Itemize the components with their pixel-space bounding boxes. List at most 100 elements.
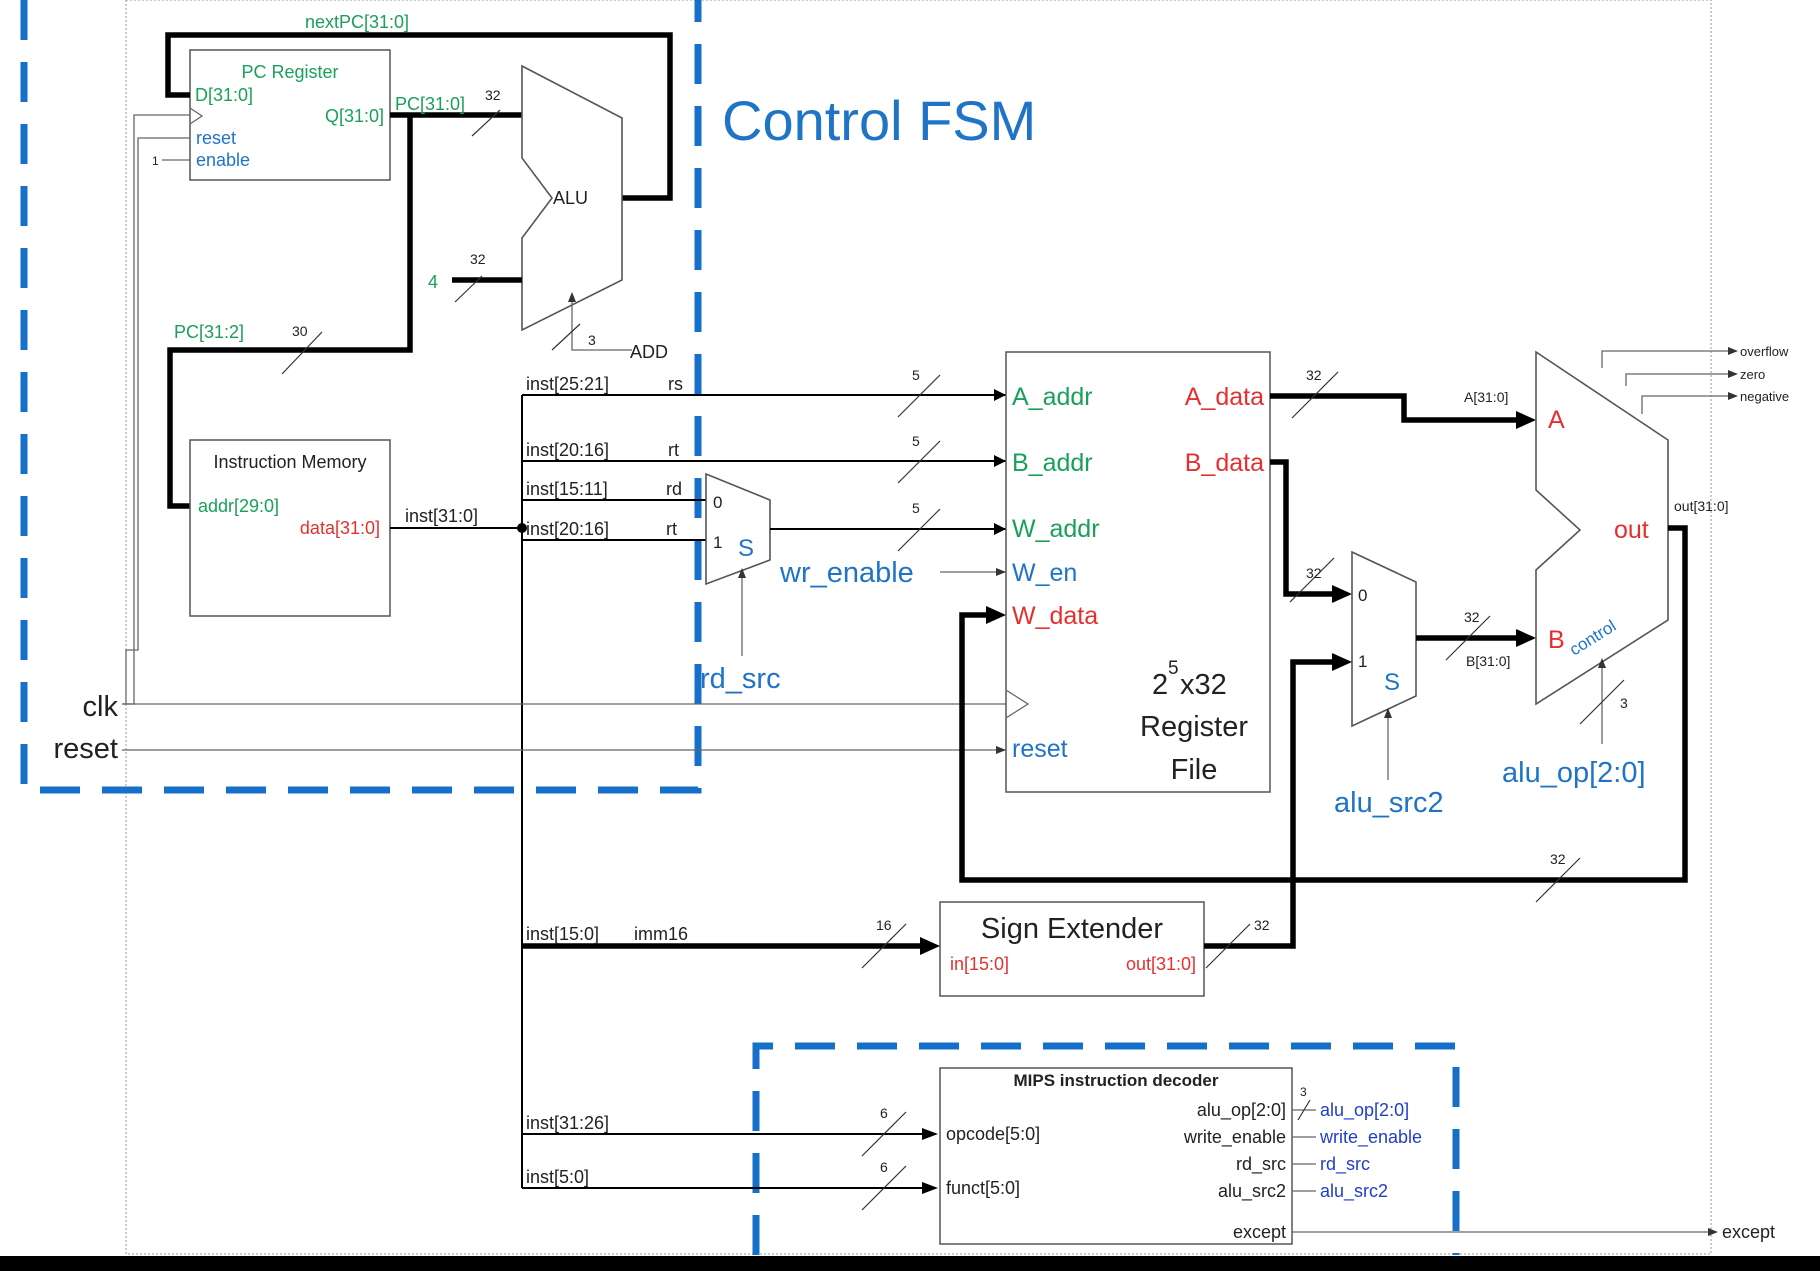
rs-width: 5 (912, 367, 920, 383)
a-data-tick (1291, 371, 1339, 419)
negative-arrow (1728, 392, 1738, 400)
mux-out-width: 32 (1464, 609, 1480, 625)
imm-label: imm16 (634, 924, 688, 944)
mux-out-tick (1445, 615, 1491, 661)
rt-width-tick (897, 440, 941, 484)
opcode-width: 6 (880, 1105, 888, 1121)
register-file-box (1005, 351, 1271, 793)
rd-src-label: rd_src (700, 663, 781, 695)
writeback-tick (1535, 857, 1581, 903)
alu-op-width: 3 (1620, 695, 1628, 711)
funct-width: 6 (880, 1159, 888, 1175)
wr-enable-arrow (996, 568, 1006, 576)
alu-src-mux-in1: 1 (1358, 652, 1367, 671)
rt-label: rt (668, 440, 679, 460)
rd-mux-in0: 0 (713, 493, 722, 512)
except-arrow (1708, 1228, 1718, 1236)
alu-op-label: alu_op[2:0] (1502, 757, 1646, 789)
pc-width: 32 (485, 87, 501, 103)
sign-extender-out: out[31:0] (1126, 954, 1196, 974)
rt-field-label: inst[20:16] (526, 440, 609, 460)
reset-to-pc-wire (125, 137, 190, 704)
opcode-field-label: inst[31:26] (526, 1113, 609, 1133)
funct-tick (861, 1165, 907, 1211)
pc-slice-bus (167, 115, 413, 509)
decoder-except-port: except (1233, 1222, 1286, 1242)
overflow-wire (1601, 350, 1736, 368)
decoder-alu-op-port: alu_op[2:0] (1197, 1100, 1286, 1121)
funct-field-label: inst[5:0] (526, 1167, 589, 1187)
instruction-memory-data-port: data[31:0] (300, 518, 380, 538)
clk-label: clk (83, 691, 119, 723)
decoder-write-enable-port: write_enable (1183, 1127, 1286, 1148)
mux-out-arrow (1516, 629, 1536, 647)
waddr-width-tick (897, 508, 941, 552)
rd-mux-sel: S (738, 535, 754, 562)
rt2-field-label: inst[20:16] (526, 519, 609, 539)
zero-label: zero (1740, 367, 1765, 382)
alu-src2-arrow (1384, 708, 1392, 718)
b-data-tick (1289, 557, 1335, 603)
decoder-alu-src2-port: alu_src2 (1218, 1181, 1286, 1202)
rt2-label: rt (666, 519, 677, 539)
alu-src2-label: alu_src2 (1334, 787, 1444, 819)
main-alu-a: A (1548, 406, 1565, 434)
overflow-arrow (1728, 347, 1738, 355)
const4-width: 32 (470, 251, 486, 267)
alu-op-out-width: 3 (1300, 1085, 1307, 1099)
zero-wire (1625, 373, 1736, 386)
regfile-size-rest: x32 (1180, 669, 1227, 701)
pc-alu-op-wire (571, 296, 632, 351)
const4-label: 4 (428, 272, 438, 292)
regfile-w-en: W_en (1012, 559, 1077, 587)
next-pc-wire (165, 32, 673, 201)
rd-field-label: inst[15:11] (526, 479, 608, 499)
decoder-funct-port: funct[5:0] (946, 1178, 1020, 1198)
regfile-a-data: A_data (1185, 383, 1264, 411)
alu-src2-signal: alu_src2 (1320, 1181, 1388, 1202)
pc-slice-tick (281, 331, 323, 375)
write-enable-signal: write_enable (1319, 1127, 1422, 1148)
instruction-memory-title: Instruction Memory (213, 452, 366, 472)
sext-arrow (1332, 653, 1352, 671)
pc-slice-width: 30 (292, 323, 308, 339)
rd-src-arrow (738, 568, 746, 578)
regfile-b-data: B_data (1185, 449, 1264, 477)
decoder-region (752, 1042, 1460, 1255)
b-data-width: 32 (1306, 565, 1322, 581)
pc-register-enable-port: enable (196, 150, 250, 170)
funct-arrow (922, 1182, 938, 1194)
a-data-arrow (1516, 411, 1536, 429)
rs-width-tick (897, 374, 941, 418)
writeback-width: 32 (1550, 851, 1566, 867)
rs-arrow (994, 389, 1006, 401)
b-data-bus (1270, 459, 1336, 597)
sext-bus (1204, 659, 1336, 949)
pc-register-title: PC Register (241, 62, 338, 82)
main-alu-b: B (1548, 626, 1565, 654)
main-alu-shape (1535, 350, 1669, 706)
enable-constant: 1 (152, 154, 159, 168)
sext-tick (1205, 923, 1251, 969)
main-alu-out: out (1614, 516, 1649, 544)
pc-register-q-port: Q[31:0] (325, 106, 384, 126)
b-bus-label: B[31:0] (1466, 653, 1510, 669)
rd-src-signal: rd_src (1320, 1154, 1370, 1175)
a-bus-label: A[31:0] (1464, 389, 1508, 405)
instruction-memory-addr-port: addr[29:0] (198, 496, 279, 516)
except-label: except (1722, 1222, 1775, 1242)
regfile-clock-marker (1005, 689, 1030, 719)
pc-register-d-port: D[31:0] (195, 85, 253, 105)
waddr-arrow (994, 523, 1006, 535)
alu-op-arrow (1598, 658, 1606, 668)
zero-arrow (1728, 370, 1738, 378)
bottom-bar (0, 1256, 1820, 1271)
control-fsm-title: Control FSM (722, 89, 1036, 152)
pc-alu-op-tick (551, 323, 581, 351)
rt-width: 5 (912, 433, 920, 449)
a-data-width: 32 (1306, 367, 1322, 383)
sign-extender-in: in[15:0] (950, 954, 1009, 974)
alu-op-tick (1579, 679, 1625, 725)
rs-field-label: inst[25:21] (526, 374, 609, 394)
pc-alu-op-label: ADD (630, 342, 668, 362)
